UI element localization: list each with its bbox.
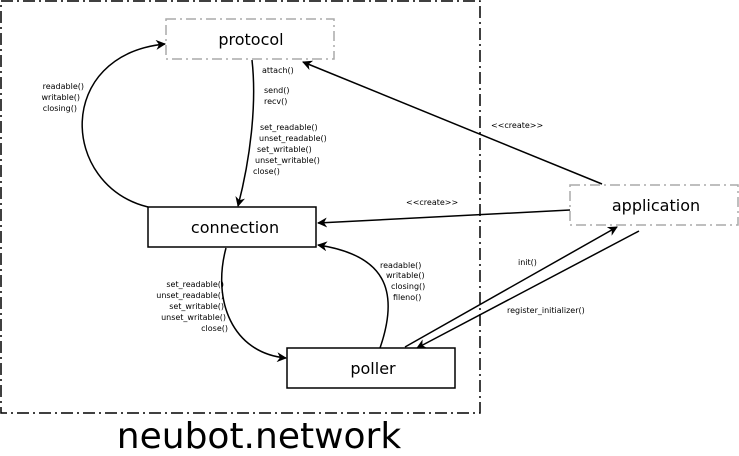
svg-text:readable(): readable() (43, 82, 84, 91)
connection-to-protocol-labels: readable() writable() closing() (41, 82, 84, 113)
poller-to-connection-labels: readable() writable() closing() fileno() (380, 261, 425, 302)
attach-label: attach() (262, 66, 294, 75)
application-box[interactable]: application (569, 184, 739, 226)
application-to-connection-arrow (317, 209, 571, 228)
svg-text:send(): send() (264, 86, 289, 95)
svg-text:unset_writable(): unset_writable() (255, 156, 320, 165)
svg-text:recv(): recv() (264, 97, 287, 106)
svg-text:unset_readable(): unset_readable() (156, 291, 224, 300)
connection-to-poller-labels: set_readable() unset_readable() set_writ… (156, 280, 228, 333)
package-frame (0, 0, 481, 414)
package-title: neubot.network (117, 416, 402, 456)
register-initializer-label: register_initializer() (507, 306, 585, 315)
svg-text:unset_writable(): unset_writable() (161, 313, 226, 322)
poller-to-connection-arrow (317, 241, 389, 349)
init-label: init() (518, 258, 537, 267)
poller-box[interactable]: poller (286, 347, 456, 389)
svg-text:close(): close() (201, 324, 228, 333)
application-to-protocol-arrow (302, 60, 603, 185)
svg-text:writable(): writable() (41, 93, 80, 102)
svg-text:closing(): closing() (43, 104, 77, 113)
application-to-poller-arrow (416, 230, 640, 349)
svg-text:set_writable(): set_writable() (169, 302, 224, 311)
application-label: application (612, 196, 700, 215)
create-protocol-label: <<create>> (491, 121, 543, 130)
poller-to-application-arrow (404, 226, 618, 348)
svg-text:set_readable(): set_readable() (260, 123, 318, 132)
connection-label: connection (191, 218, 279, 237)
svg-text:set_writable(): set_writable() (257, 145, 312, 154)
connection-to-protocol-arrow (81, 39, 166, 208)
create-connection-label: <<create>> (406, 198, 458, 207)
svg-text:set_readable(): set_readable() (166, 280, 224, 289)
protocol-label: protocol (218, 30, 283, 49)
connection-calls-labels: set_readable() unset_readable() set_writ… (253, 123, 327, 176)
svg-text:writable(): writable() (386, 271, 425, 280)
send-recv-labels: send() recv() (264, 86, 289, 106)
svg-text:closing(): closing() (391, 282, 425, 291)
svg-text:fileno(): fileno() (393, 293, 421, 302)
protocol-to-connection-arrow (235, 59, 255, 207)
connection-box[interactable]: connection (147, 206, 317, 248)
protocol-box[interactable]: protocol (165, 18, 335, 60)
svg-text:readable(): readable() (380, 261, 421, 270)
poller-label: poller (350, 359, 396, 378)
svg-text:unset_readable(): unset_readable() (259, 134, 327, 143)
connection-to-poller-arrow (220, 247, 287, 363)
svg-text:close(): close() (253, 167, 280, 176)
